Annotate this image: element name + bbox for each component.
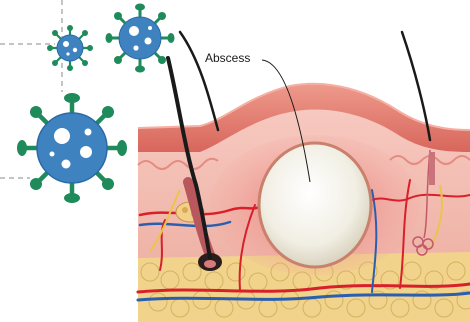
abscess: [259, 143, 371, 267]
virus-icon: [17, 93, 127, 203]
skin-cross-section: [138, 84, 470, 322]
abscess-label: Abscess: [205, 51, 250, 65]
virus-icon: [47, 25, 93, 71]
hair-middle: [180, 32, 218, 130]
virus-icon: [106, 4, 175, 73]
